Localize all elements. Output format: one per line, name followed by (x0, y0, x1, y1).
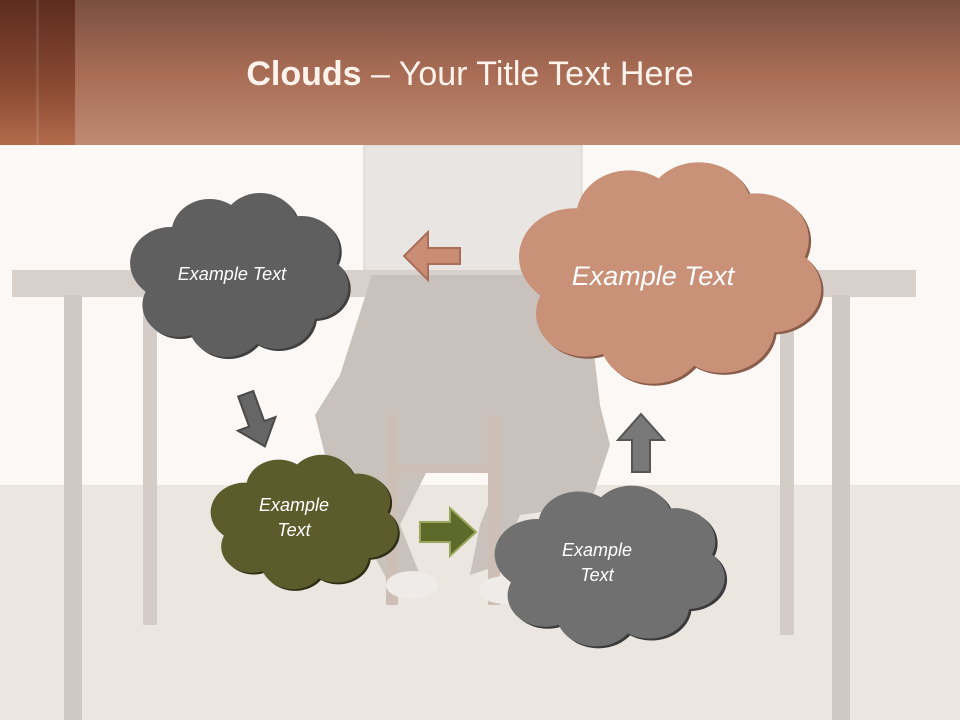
cloud-top-left-text: Example Text (177, 264, 287, 284)
title-rest: – Your Title Text Here (361, 55, 694, 93)
arrow-up-icon (615, 412, 667, 473)
header-band: Clouds – Your Title Text Here (0, 0, 960, 145)
cloud-bottom-left-line2: Text (277, 520, 311, 541)
slide-title[interactable]: Clouds – Your Title Text Here (0, 55, 940, 94)
cloud-bottom-left-text: Example Text (228, 493, 360, 543)
cloud-top-right-text: Example Text (571, 261, 735, 291)
title-bold: Clouds (246, 55, 362, 93)
arrow-right-icon (419, 505, 478, 559)
cloud-bottom-right-text: Example Text (530, 538, 664, 588)
header-accent-block (0, 0, 75, 145)
cloud-bottom-right-line2: Text (580, 565, 614, 586)
cloud-bottom-left-line1: Example (258, 495, 330, 515)
arrow-down-icon (235, 389, 278, 448)
arrow-left-icon (402, 229, 461, 283)
cloud-bottom-right-line1: Example (561, 540, 633, 560)
